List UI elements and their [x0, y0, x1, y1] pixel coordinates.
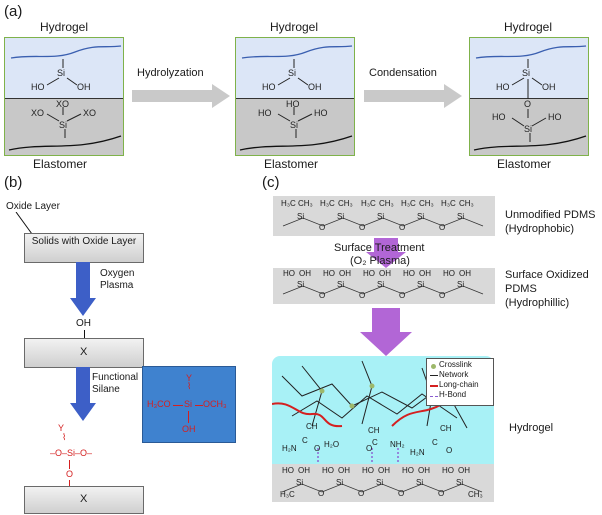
hydrogel-label-c: Hydrogel — [509, 422, 554, 434]
oxygen-plasma-label: Oxygen Plasma — [100, 268, 135, 291]
silane-bonded-chain: –O–Si–O– — [50, 448, 93, 458]
panel-c-label: (c) — [262, 174, 280, 191]
surface-treatment-label: Surface Treatment — [334, 242, 425, 254]
oxidized-pdms-strip: HO OH HO OH HO OH HO OH HO OH Si Si Si S… — [273, 268, 495, 304]
x-bar-2: X — [24, 486, 144, 514]
panel-a-label: (a) — [4, 3, 23, 20]
interface-box-3: Si HO OH O HO HO Si — [469, 37, 589, 156]
box1-elastomer-label: Elastomer — [33, 157, 88, 171]
x-bar-1: X — [24, 338, 144, 368]
box1-bonds — [8, 45, 122, 151]
condensation-label: Condensation — [369, 67, 437, 79]
functional-silane-arrow — [70, 367, 96, 421]
o2-plasma-label: (O₂ Plasma) — [350, 255, 410, 267]
oxide-layer-label: Oxide Layer — [6, 201, 60, 212]
box2-hydrogel-label: Hydrogel — [270, 20, 319, 34]
oxidized-pdms-label-2: PDMS — [505, 283, 537, 295]
hydrolyzation-label: Hydrolyzation — [137, 67, 204, 79]
oxidized-pdms-label-1: Surface Oxidized — [505, 269, 589, 281]
oxygen-plasma-arrow — [70, 262, 96, 316]
solids-bar: Solids with Oxide Layer — [24, 233, 144, 263]
hydrolyzation-arrow — [132, 84, 230, 108]
interface-box-2: Si HO OH HO HO HO Si — [235, 37, 355, 156]
box3-elastomer-label: Elastomer — [497, 157, 552, 171]
box1-hydrogel-label: Hydrogel — [40, 20, 89, 34]
hydrophobic-label: (Hydrophobic) — [505, 223, 575, 235]
box3-hydrogel-label: Hydrogel — [504, 20, 553, 34]
condensation-arrow — [364, 84, 462, 108]
surface-treatment-arrow — [366, 238, 406, 268]
unmodified-pdms-label: Unmodified PDMS — [505, 209, 596, 221]
box2-elastomer-label: Elastomer — [264, 157, 319, 171]
hydrogel-legend: Crosslink Network Long-chain H-Bond — [426, 358, 494, 406]
silane-box: Y ⌇ H₃CO Si OCH₃ OH — [142, 366, 236, 443]
bonded-pdms-strip: HO OH HO OH HO OH HO OH HO OH Si Si Si S… — [272, 464, 494, 502]
panel-b-label: (b) — [4, 174, 23, 191]
bonding-arrow — [360, 308, 412, 356]
functional-silane-label: Functional Silane — [92, 372, 139, 395]
interface-box-1: Si HO OH XO XO XO Si — [4, 37, 124, 156]
hydrophillic-label: (Hydrophillic) — [505, 297, 570, 309]
hydrogel-region: CH C H₂N O H₂O CH C O NH₂ CH C H₂N O Cro… — [272, 356, 494, 464]
unmodified-pdms-strip: H₃C CH₃ H₃C CH₃ H₃C CH₃ H₃C CH₃ H₃C CH₃ … — [273, 196, 495, 236]
solids-label: Solids with Oxide Layer — [31, 236, 137, 247]
